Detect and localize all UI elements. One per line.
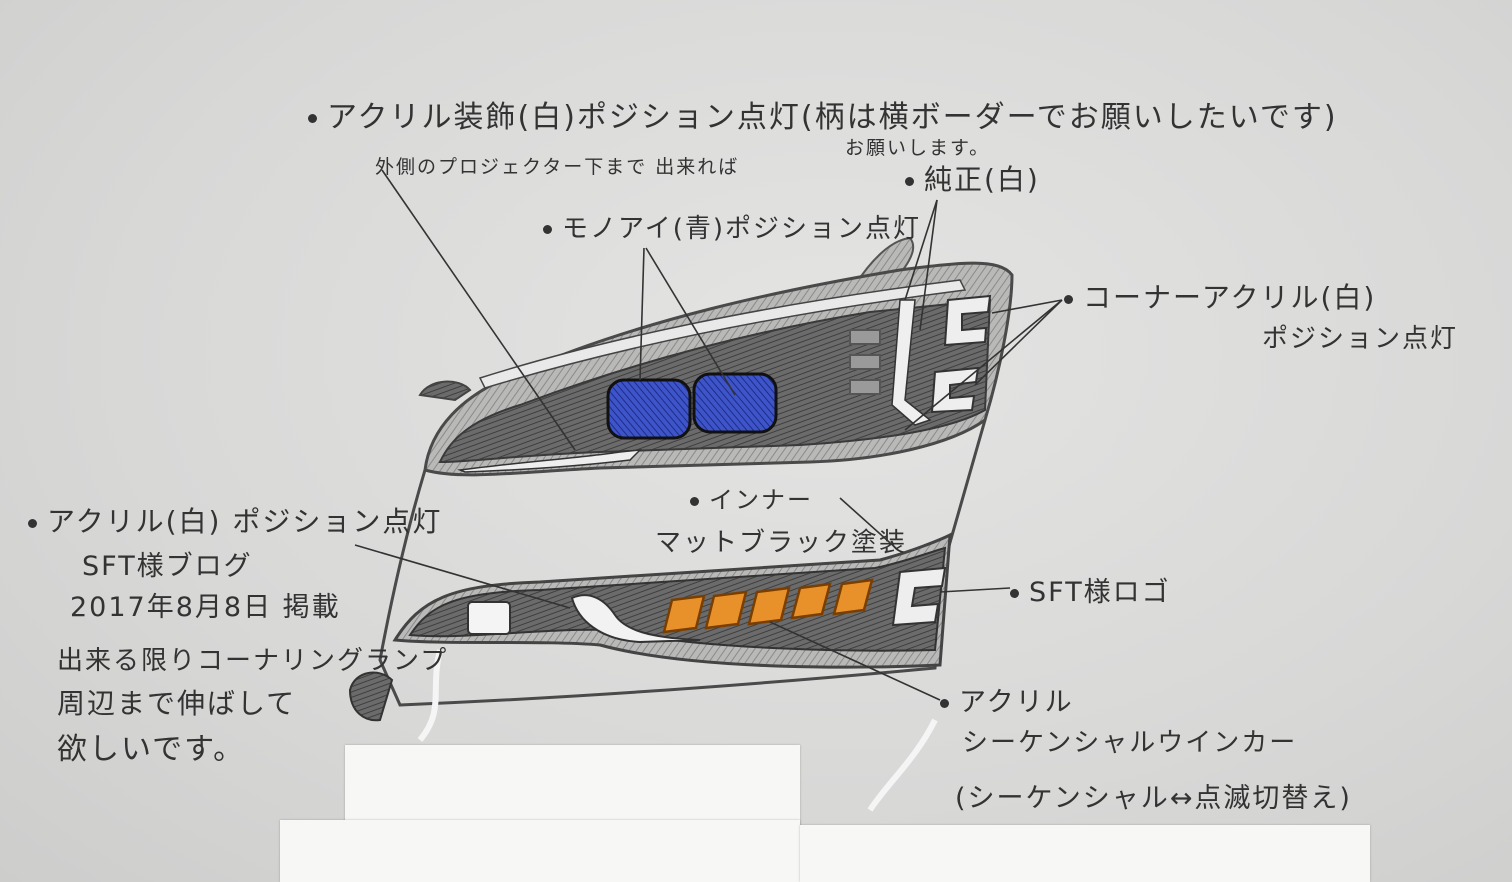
- annotation-sequential-line1: アクリル: [940, 680, 1074, 719]
- projector-right: [692, 372, 778, 434]
- sft-logo-shape: [891, 566, 947, 627]
- bullet-dot: [28, 518, 37, 528]
- annotation-lower-left-line5: 周辺まで伸ばして: [57, 687, 297, 720]
- projector-left: [606, 378, 692, 440]
- side-tab: [418, 380, 472, 402]
- corner-acrylic-upper: [943, 294, 992, 347]
- annotation-corner-line1: コーナーアクリル(白): [1064, 276, 1376, 316]
- annotation-acrylic-top-sub1: お願いします。: [845, 137, 991, 159]
- annotation-lower-left-line6: 欲しいです。: [57, 732, 246, 767]
- bullet-dot: [940, 699, 949, 708]
- annotation-monoeye: モノアイ(青)ポジション点灯: [543, 208, 921, 245]
- sequential-blocks: [662, 578, 874, 634]
- bullet-dot: [905, 176, 914, 186]
- bullet-dot: [543, 225, 552, 234]
- scratch-left: [417, 649, 443, 742]
- annotation-acrylic-top-sub2: 外側のプロジェクター下まで 出来れば: [375, 156, 740, 178]
- annotation-sequential-line2: シーケンシャルウインカー: [962, 728, 1298, 758]
- annotation-lower-left-line4: 出来る限りコーナリングランプ: [57, 646, 449, 676]
- acrylic-strip: [478, 279, 967, 389]
- bullet-dot: [1010, 589, 1019, 598]
- annotation-inner-line2: マットブラック塗装: [655, 528, 908, 558]
- annotation-sequential-line3: (シーケンシャル↔点滅切替え): [955, 783, 1352, 814]
- leader-lines: [354, 169, 1063, 701]
- annotation-lower-left-line1: アクリル(白) ポジション点灯: [28, 500, 442, 540]
- paper-cover-right: [800, 825, 1370, 882]
- annotation-inner-line1: インナー: [690, 480, 813, 515]
- acrylic-bar-top: [457, 449, 643, 473]
- annotation-lower-left-line2: SFT様ブログ: [82, 551, 253, 582]
- bumper-outline: [378, 419, 987, 707]
- scratch-right: [867, 718, 938, 812]
- annotation-genuine: 純正(白): [905, 158, 1040, 198]
- bullet-dot: [690, 496, 699, 506]
- annotation-acrylic-top: アクリル装飾(白)ポジション点灯(柄は横ボーダーでお願いしたいです): [308, 92, 1338, 136]
- genuine-l-bar: [891, 299, 932, 426]
- lower-acrylic: [570, 594, 701, 644]
- bottom-tab: [348, 671, 394, 722]
- annotation-corner-line2: ポジション点灯: [1262, 324, 1459, 354]
- bullet-dot: [1064, 294, 1073, 304]
- bullet-dot: [308, 114, 317, 123]
- cornering-lamp: [467, 601, 511, 635]
- housing-slats: [849, 329, 881, 395]
- annotation-sft-logo: SFT様ロゴ: [1010, 570, 1171, 609]
- paper-cover-left-lower: [280, 820, 800, 882]
- annotation-lower-left-line3: 2017年8月8日 掲載: [70, 592, 341, 623]
